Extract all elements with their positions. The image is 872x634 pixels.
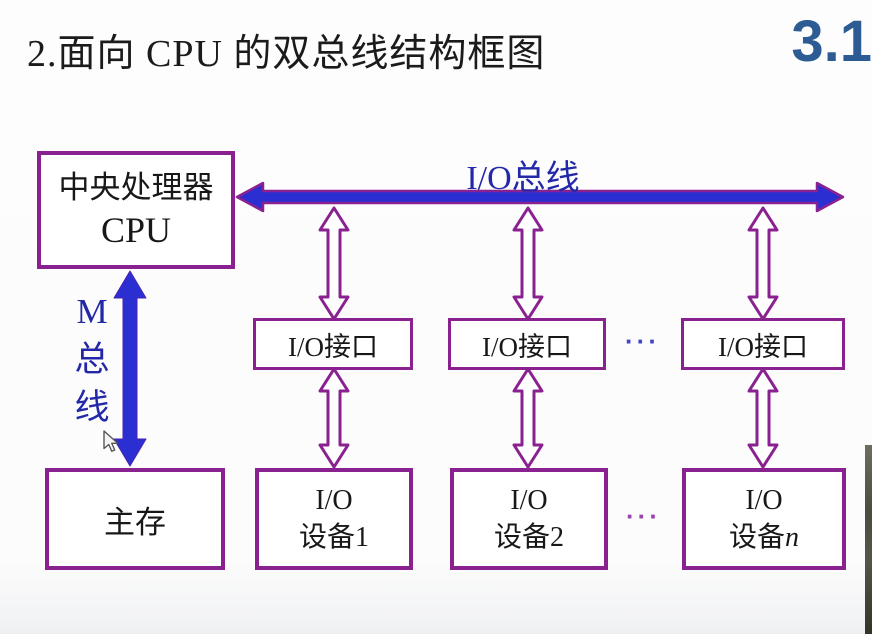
- m-bus-label: M 总 线: [68, 288, 116, 432]
- io-device-index: n: [785, 522, 799, 553]
- io-device-index: 1: [355, 522, 369, 553]
- m-bus-arrow: [113, 270, 147, 467]
- io-device-name: 设备: [493, 522, 550, 553]
- io-device-name: 设备: [298, 522, 355, 553]
- io-interface-label: I/O接口: [482, 331, 572, 362]
- io-interface-label: I/O接口: [288, 331, 378, 362]
- io-device-name: 设备: [728, 522, 785, 553]
- cpu-box: 中央处理器 CPU: [37, 151, 235, 269]
- io-device-index: 2: [550, 522, 564, 553]
- io-interface-box-1: I/O接口: [253, 318, 413, 370]
- io-interface-box-n: I/O接口: [681, 318, 845, 370]
- bus-to-interface-arrow: [747, 206, 779, 321]
- main-memory-label: 主存: [104, 504, 166, 540]
- io-device-line1: I/O: [745, 485, 783, 516]
- io-bus-label: I/O总线: [466, 160, 580, 197]
- io-device-line2: 设备1: [299, 519, 369, 556]
- interface-ellipsis: ···: [625, 326, 660, 356]
- io-device-line1: I/O: [510, 485, 548, 516]
- io-device-box-2: I/O 设备2: [450, 468, 608, 570]
- m-bus-label-char: 线: [74, 388, 110, 427]
- section-number: 3.1: [791, 9, 872, 74]
- main-memory-box: 主存: [45, 468, 225, 570]
- cpu-box-label-cn: 中央处理器: [58, 170, 214, 205]
- interface-to-device-arrow: [747, 367, 779, 469]
- interface-to-device-arrow: [512, 367, 544, 469]
- interface-to-device-arrow: [318, 367, 350, 469]
- m-bus-label-char: M: [76, 292, 108, 331]
- page-title: 2.面向 CPU 的双总线结构框图: [27, 33, 546, 75]
- io-device-box-1: I/O 设备1: [255, 468, 413, 570]
- io-device-line2: 设备n: [729, 519, 799, 556]
- io-device-box-n: I/O 设备n: [682, 468, 846, 570]
- bus-to-interface-arrow: [512, 206, 544, 321]
- io-bus-arrow: [235, 181, 845, 213]
- io-interface-box-2: I/O接口: [448, 318, 606, 370]
- io-device-line1: I/O: [315, 485, 353, 516]
- cpu-box-label-en: CPU: [100, 210, 172, 250]
- screen-edge-strip: [865, 445, 872, 634]
- bus-to-interface-arrow: [318, 206, 350, 321]
- device-ellipsis: ···: [626, 501, 661, 531]
- io-device-line2: 设备2: [494, 519, 564, 556]
- m-bus-label-char: 总: [74, 340, 110, 379]
- mouse-cursor-icon: [103, 430, 119, 452]
- io-interface-label: I/O接口: [718, 331, 808, 362]
